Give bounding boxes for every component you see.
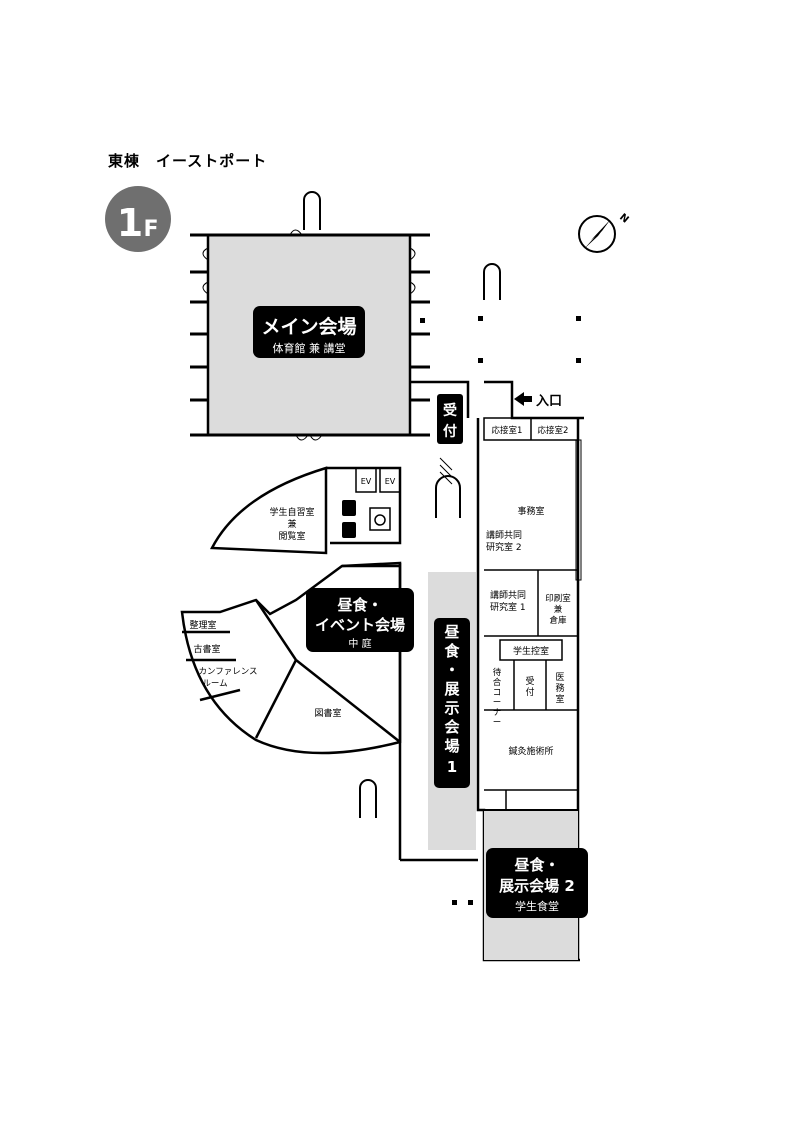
- expo1-label: [434, 618, 470, 788]
- svg-text:展: 展: [444, 680, 459, 698]
- room-jimu: 事務室: [517, 505, 544, 517]
- svg-text:場: 場: [444, 737, 459, 755]
- svg-text:付: 付: [525, 687, 534, 698]
- library-wing: [180, 466, 402, 755]
- svg-text:ー: ー: [493, 718, 502, 728]
- room-ouse1: 応接室1: [492, 425, 523, 436]
- gymnasium: [190, 229, 430, 441]
- svg-text:ナ: ナ: [493, 708, 502, 718]
- floor-suffix: F: [143, 217, 158, 242]
- room-gakusei-hikae: 学生控室: [513, 645, 549, 657]
- room-kosho: 古書室: [193, 643, 220, 655]
- room-seiri: 整理室: [189, 619, 216, 631]
- room-conf-a: カンファレンス: [198, 667, 257, 677]
- svg-text:1: 1: [447, 758, 457, 776]
- expo2-title-1: 昼食・: [514, 856, 559, 874]
- svg-text:・: ・: [444, 661, 459, 679]
- expo1-title: 昼 食 ・ 展 示 会 場 1: [444, 623, 460, 776]
- main-venue-sub: 体育館 兼 講堂: [273, 341, 346, 355]
- event-venue-title-1: 昼食・: [337, 596, 382, 614]
- svg-text:昼: 昼: [444, 623, 459, 641]
- reception-char-1: 受: [443, 402, 457, 419]
- svg-text:コ: コ: [493, 688, 502, 698]
- building-name: 東棟: [108, 152, 141, 170]
- column-markers: [420, 316, 581, 905]
- event-venue-title-2: イベント会場: [315, 616, 405, 634]
- event-venue-label: [306, 588, 414, 652]
- room-machiai: 待 合 コ ー ナ ー: [493, 667, 502, 728]
- room-tosho: 図書室: [314, 707, 341, 719]
- expo2-sub: 学生食堂: [515, 899, 559, 913]
- room-koshi2-a: 講師共同: [486, 529, 522, 541]
- svg-text:合: 合: [493, 677, 502, 688]
- stairs-icon: [303, 191, 501, 818]
- floor-number: 1: [117, 201, 143, 245]
- room-koshi1-a: 講師共同: [490, 589, 526, 601]
- svg-text:待: 待: [493, 667, 502, 678]
- room-koshi2-b: 研究室 2: [486, 541, 522, 553]
- room-imu: 医 務 室: [555, 672, 564, 705]
- room-uketsuke: 受 付: [525, 675, 534, 698]
- svg-text:会: 会: [444, 718, 459, 736]
- room-shinkyu: 鍼灸施術所: [508, 745, 553, 757]
- room-koshi1-b: 研究室 1: [490, 601, 526, 613]
- svg-text:室: 室: [555, 693, 564, 705]
- elevator-1: EV: [361, 477, 372, 486]
- entrance-arrow-icon: [514, 392, 532, 406]
- svg-text:食: 食: [444, 642, 460, 660]
- room-jishu-c: 閲覧室: [278, 530, 305, 542]
- room-insatsu-c: 倉庫: [549, 615, 567, 626]
- main-venue-title: メイン会場: [261, 315, 356, 338]
- expo2-label: [486, 848, 588, 918]
- north-label: N: [617, 212, 630, 226]
- elevator-2: EV: [385, 477, 396, 486]
- svg-text:医: 医: [555, 672, 564, 683]
- building-subtitle: イーストポート: [156, 152, 268, 170]
- svg-text:受: 受: [525, 675, 534, 687]
- event-venue-sub: 中 庭: [348, 637, 371, 650]
- room-conf-b: ルーム: [202, 679, 227, 689]
- ev-block: [355, 467, 401, 531]
- page-title: 東棟イーストポート: [108, 150, 267, 171]
- room-ouse2: 応接室2: [538, 425, 569, 436]
- room-insatsu-a: 印刷室: [545, 593, 571, 604]
- floor-badge: 1 F: [105, 186, 171, 252]
- reception-char-2: 付: [443, 423, 457, 440]
- svg-text:務: 務: [555, 682, 564, 694]
- compass-icon: N: [578, 212, 631, 253]
- right-wing-rooms: [483, 417, 579, 810]
- accessible-restroom-icon: [374, 514, 386, 526]
- restroom-icon: [342, 500, 356, 538]
- entrance-label: 入口: [536, 394, 562, 409]
- room-jishu-a: 学生自習室: [269, 506, 314, 518]
- main-venue-label: [253, 306, 365, 358]
- reception-label: [437, 394, 463, 444]
- svg-text:ー: ー: [493, 698, 502, 708]
- room-jishu-b: 兼: [287, 518, 296, 530]
- room-insatsu-b: 兼: [554, 604, 563, 615]
- svg-text:示: 示: [444, 699, 459, 717]
- expo2-title-2: 展示会場 2: [499, 877, 575, 895]
